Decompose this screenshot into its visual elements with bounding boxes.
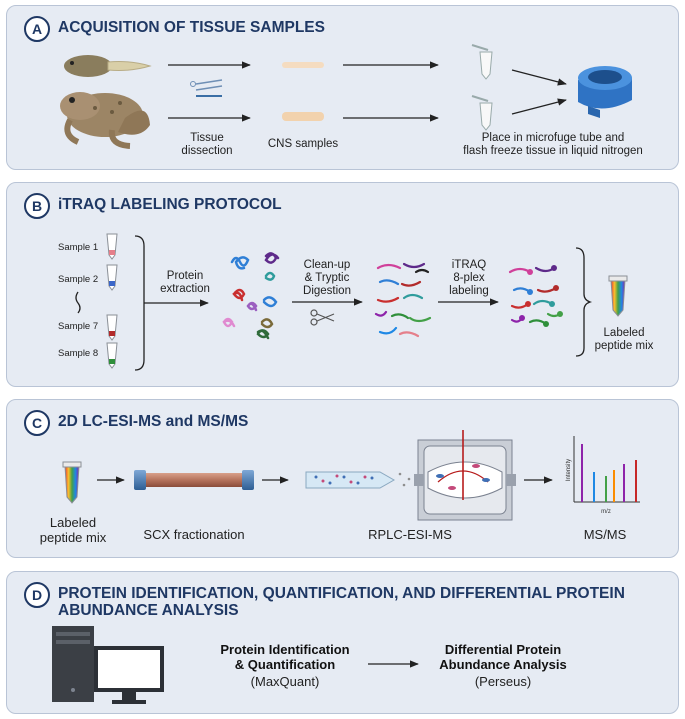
labeled-peptide-mix-label-c: Labeled peptide mix — [39, 515, 107, 545]
rainbow-tube-icon — [608, 275, 628, 317]
protein-extraction-label: Protein extraction — [160, 270, 210, 295]
rplc-esi-ms-label: RPLC-ESI-MS — [368, 527, 452, 542]
itraq-labeling-label: iTRAQ 8-plex labeling — [449, 259, 489, 297]
step1-tool: (MaxQuant) — [250, 674, 320, 689]
ms-spectrum-icon — [573, 436, 640, 503]
cns-samples-label: CNS samples — [267, 138, 339, 150]
panel-c-badge: C — [24, 410, 50, 436]
computer-icon — [52, 626, 164, 704]
sample-1-label: Sample 1 — [58, 242, 99, 253]
panel-d-title-line1: PROTEIN IDENTIFICATION, QUANTIFICATION, … — [58, 585, 625, 602]
step2-tool: (Perseus) — [474, 674, 532, 689]
cleanup-digestion-label: Clean-up & Tryptic Digestion — [303, 259, 351, 297]
panel-b — [6, 182, 679, 387]
panel-d-badge: D — [24, 582, 50, 608]
sample-2-label: Sample 2 — [58, 274, 99, 285]
step2-title: Differential Protein Abundance Analysis — [439, 642, 567, 672]
cns-sample-bottom — [282, 112, 324, 121]
panel-a-title: ACQUISITION OF TISSUE SAMPLES — [58, 19, 325, 36]
protein-icon — [222, 252, 280, 340]
step1-title: Protein Identification & Quantification — [220, 642, 350, 672]
msms-label: MS/MS — [583, 527, 627, 542]
ms-x-axis-label: m/z — [601, 509, 611, 515]
scissors-icon — [190, 79, 223, 97]
place-in-tube-label: Place in microfuge tube and flash freeze… — [463, 132, 643, 157]
rainbow-tube-icon — [62, 461, 82, 504]
column-icon — [134, 470, 254, 490]
microfuge-tube-icon — [471, 44, 493, 131]
liquid-nitrogen-container-icon — [578, 66, 632, 118]
tissue-dissection-label: Tissue dissection — [181, 132, 233, 157]
ms-y-axis-label: Intensity — [566, 459, 572, 481]
labeled-peptide-mix-label-b: Labeled peptide mix — [594, 327, 654, 352]
sample-8-label: Sample 8 — [58, 348, 99, 359]
scissors-icon — [310, 309, 335, 326]
capillary-icon — [305, 471, 411, 489]
scx-fractionation-label: SCX fractionation — [143, 527, 245, 542]
panel-a-badge: A — [24, 16, 50, 42]
peptide-icon — [374, 262, 432, 338]
panel-b-badge: B — [24, 193, 50, 219]
panel-d-title-line2: ABUNDANCE ANALYSIS — [58, 602, 239, 619]
frog-icon — [60, 92, 150, 149]
panel-b-title: iTRAQ LABELING PROTOCOL — [58, 196, 282, 213]
sample-7-label: Sample 7 — [58, 321, 99, 332]
mass-spectrometer-icon — [414, 430, 516, 521]
panel-c-title: 2D LC-ESI-MS and MS/MS — [58, 413, 249, 430]
labeled-peptide-icon — [508, 265, 563, 327]
cns-sample-top — [282, 62, 324, 68]
tadpole-icon — [64, 55, 152, 77]
sample-tubes — [75, 233, 118, 369]
